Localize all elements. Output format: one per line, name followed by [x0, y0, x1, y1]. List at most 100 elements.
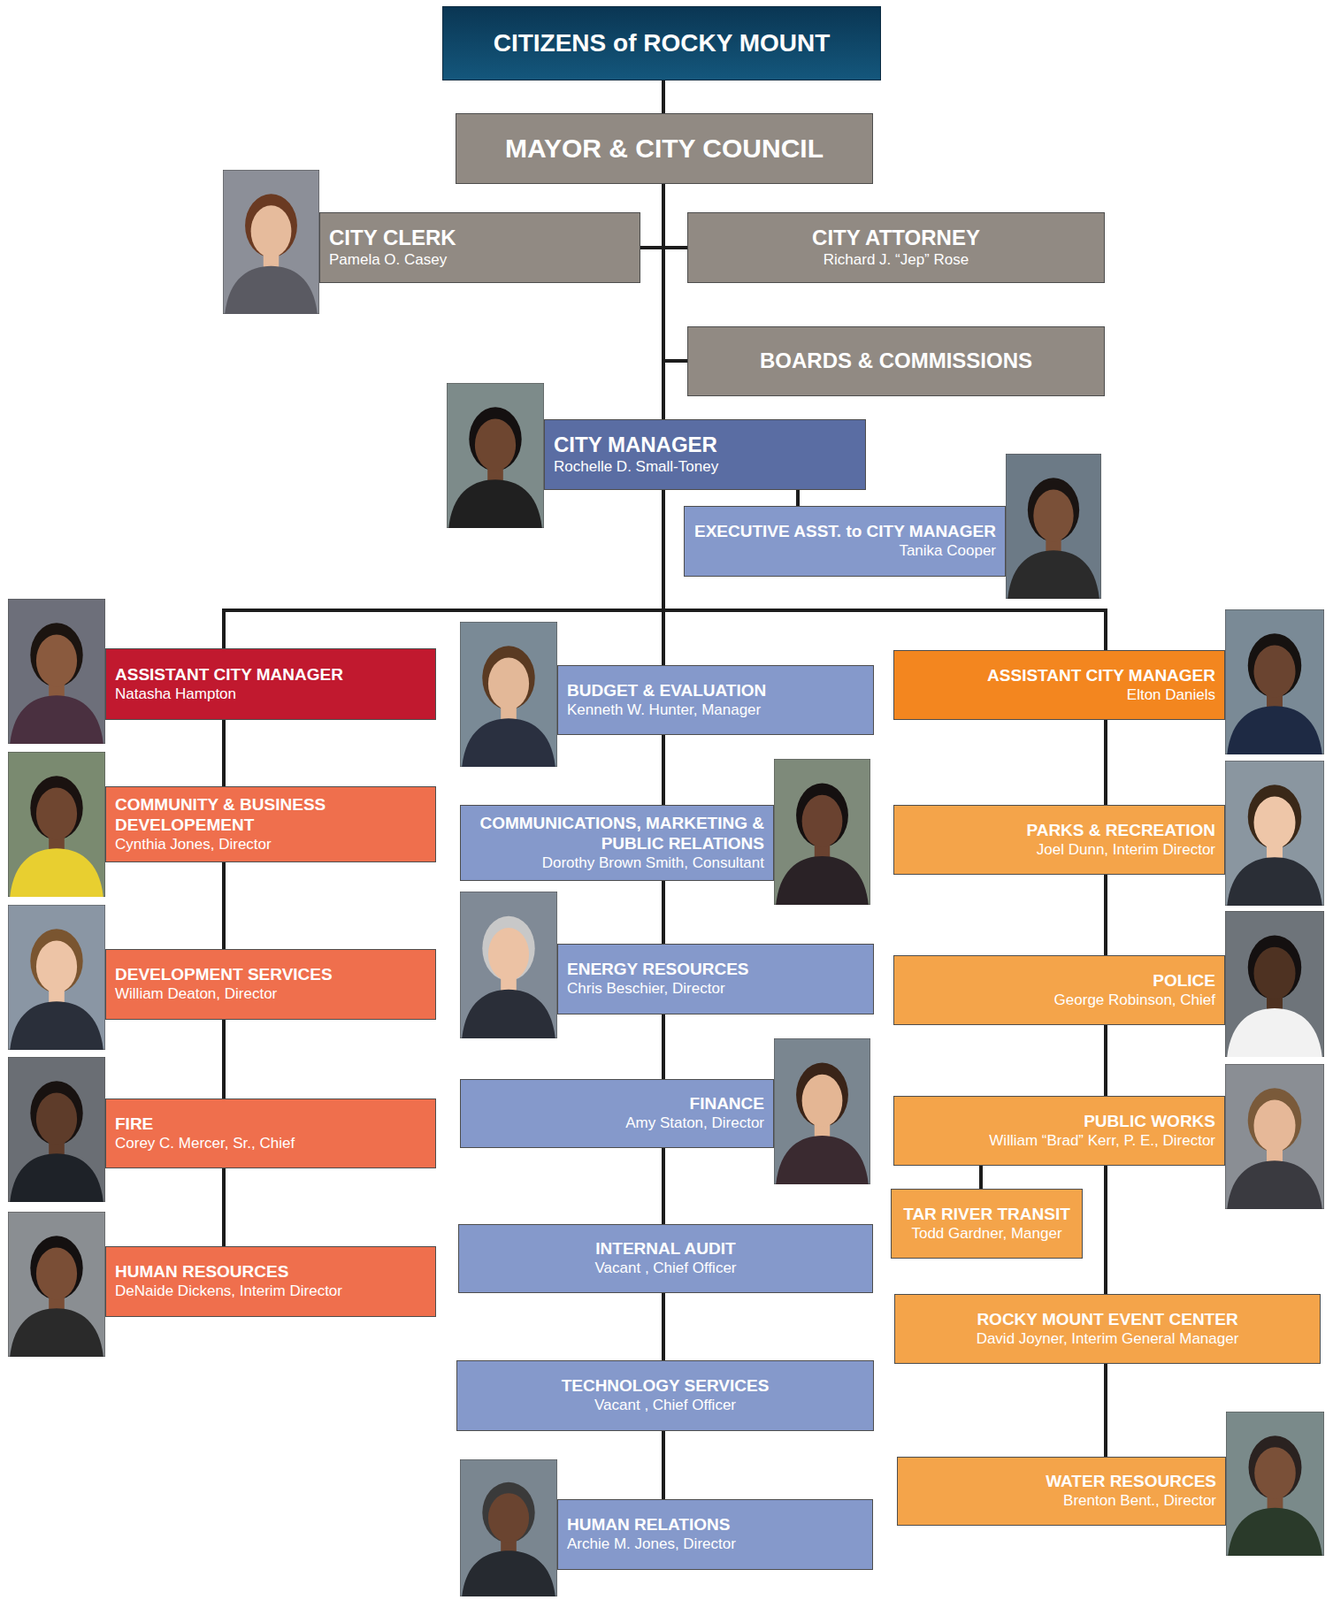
box-heading: ASSISTANT CITY MANAGER — [114, 665, 427, 686]
connector-line — [1103, 720, 1108, 805]
box-heading: ENERGY RESOURCES — [566, 959, 865, 981]
person-name: Richard J. “Jep” Rose — [697, 251, 1096, 269]
portrait-photo — [446, 383, 544, 529]
connector-line — [661, 1014, 666, 1080]
box-heading: CITY MANAGER — [553, 432, 857, 459]
connector-line — [640, 183, 664, 248]
box-heading: BUDGET & EVALUATION — [566, 681, 865, 702]
connector-line — [661, 1293, 666, 1361]
portrait-photo — [459, 621, 558, 767]
box-heading: FINANCE — [469, 1094, 765, 1115]
connector-line — [661, 80, 666, 114]
org-box: EXECUTIVE ASST. to CITY MANAGERTanika Co… — [683, 505, 1006, 577]
portrait-photo — [7, 751, 106, 897]
portrait-photo — [1225, 1064, 1325, 1210]
connector-line — [663, 183, 688, 248]
person-name: Pamela O. Casey — [329, 251, 631, 269]
portrait-photo — [222, 169, 320, 315]
portrait-photo — [1225, 911, 1325, 1058]
portrait-photo — [7, 1211, 106, 1357]
org-box: COMMUNICATIONS, MARKETING & PUBLIC RELAT… — [459, 804, 774, 882]
connector-line — [796, 490, 800, 506]
connector-line — [979, 1165, 983, 1189]
portrait-photo — [7, 904, 106, 1050]
org-box: PUBLIC WORKSWilliam “Brad” Kerr, P. E., … — [893, 1095, 1226, 1166]
person-name: Cynthia Jones, Director — [114, 835, 427, 854]
box-heading: FIRE — [114, 1114, 427, 1135]
box-heading: CITY CLERK — [329, 225, 631, 252]
connector-line — [661, 183, 666, 420]
box-heading: COMMUNITY & BUSINESS DEVELOPEMENT — [114, 795, 427, 836]
org-box: CITIZENS of ROCKY MOUNT — [442, 6, 882, 81]
person-name: Vacant , Chief Officer — [467, 1259, 864, 1278]
connector-line — [1103, 1363, 1108, 1457]
org-box: HUMAN RELATIONSArchie M. Jones, Director — [557, 1499, 874, 1571]
connector-line — [1103, 874, 1108, 956]
person-name: Tanika Cooper — [693, 542, 996, 560]
org-box: POLICEGeorge Robinson, Chief — [893, 955, 1226, 1026]
connector-line — [661, 1148, 666, 1225]
box-heading: HUMAN RELATIONS — [566, 1515, 864, 1536]
person-name: DeNaide Dickens, Interim Director — [114, 1282, 427, 1301]
box-heading: CITIZENS of ROCKY MOUNT — [451, 28, 872, 59]
person-name: William Deaton, Director — [114, 985, 427, 1004]
org-box: CITY CLERKPamela O. Casey — [319, 212, 641, 284]
org-box: CITY MANAGERRochelle D. Small-Toney — [543, 419, 866, 491]
org-box: TAR RIVER TRANSITTodd Gardner, Manger — [890, 1188, 1083, 1259]
portrait-photo — [1225, 760, 1325, 906]
person-name: Archie M. Jones, Director — [566, 1535, 864, 1554]
box-heading: WATER RESOURCES — [906, 1471, 1217, 1493]
connector-line — [222, 1168, 226, 1247]
connector-line — [1103, 1025, 1108, 1096]
portrait-photo — [1005, 453, 1102, 599]
connector-line — [222, 720, 226, 787]
portrait-photo — [7, 598, 106, 744]
box-heading: COMMUNICATIONS, MARKETING & PUBLIC RELAT… — [469, 813, 765, 855]
connector-line — [223, 490, 664, 649]
connector-line — [661, 735, 666, 805]
box-heading: CITY ATTORNEY — [697, 225, 1096, 252]
person-name: William “Brad” Kerr, P. E., Director — [903, 1132, 1216, 1150]
person-name: Todd Gardner, Manger — [900, 1225, 1073, 1243]
box-heading: ASSISTANT CITY MANAGER — [903, 666, 1216, 687]
box-heading: TAR RIVER TRANSIT — [900, 1204, 1073, 1226]
org-box: CITY ATTORNEYRichard J. “Jep” Rose — [687, 212, 1105, 284]
person-name: Kenneth W. Hunter, Manager — [566, 701, 865, 720]
connector-line — [661, 1431, 666, 1500]
connector-line — [1103, 1165, 1108, 1295]
org-box: BOARDS & COMMISSIONS — [687, 326, 1105, 397]
org-box: WATER RESOURCESBrenton Bent., Director — [896, 1456, 1226, 1526]
org-box: ENERGY RESOURCESChris Beschier, Director — [557, 943, 874, 1015]
person-name: Vacant , Chief Officer — [466, 1396, 865, 1415]
box-heading: TECHNOLOGY SERVICES — [466, 1376, 865, 1397]
org-box: FINANCEAmy Staton, Director — [459, 1079, 774, 1149]
portrait-photo — [459, 891, 558, 1039]
connector-line — [663, 183, 688, 361]
person-name: Corey C. Mercer, Sr., Chief — [114, 1134, 427, 1153]
org-box: HUMAN RESOURCESDeNaide Dickens, Interim … — [105, 1246, 437, 1318]
person-name: George Robinson, Chief — [903, 991, 1216, 1010]
box-heading: PARKS & RECREATION — [903, 820, 1216, 842]
portrait-photo — [773, 758, 871, 905]
box-heading: HUMAN RESOURCES — [114, 1262, 427, 1283]
org-box: BUDGET & EVALUATIONKenneth W. Hunter, Ma… — [557, 665, 874, 736]
box-heading: EXECUTIVE ASST. to CITY MANAGER — [693, 521, 996, 543]
org-box: ASSISTANT CITY MANAGERElton Daniels — [893, 650, 1226, 721]
box-heading: DEVELOPMENT SERVICES — [114, 965, 427, 986]
box-heading: INTERNAL AUDIT — [467, 1239, 864, 1260]
connector-line — [222, 1019, 226, 1099]
org-box: MAYOR & CITY COUNCIL — [455, 113, 874, 184]
org-box: ROCKY MOUNT EVENT CENTERDavid Joyner, In… — [894, 1294, 1321, 1364]
portrait-photo — [773, 1038, 871, 1185]
person-name: Brenton Bent., Director — [906, 1492, 1217, 1510]
box-heading: BOARDS & COMMISSIONS — [697, 348, 1096, 375]
org-box: COMMUNITY & BUSINESS DEVELOPEMENTCynthia… — [105, 786, 437, 863]
box-heading: PUBLIC WORKS — [903, 1111, 1216, 1133]
org-box: DEVELOPMENT SERVICESWilliam Deaton, Dire… — [105, 949, 437, 1020]
connector-line — [661, 881, 666, 944]
connector-line — [222, 862, 226, 950]
org-box: TECHNOLOGY SERVICESVacant , Chief Office… — [456, 1360, 874, 1432]
org-box: PARKS & RECREATIONJoel Dunn, Interim Dir… — [893, 804, 1226, 875]
person-name: Joel Dunn, Interim Director — [903, 841, 1216, 859]
